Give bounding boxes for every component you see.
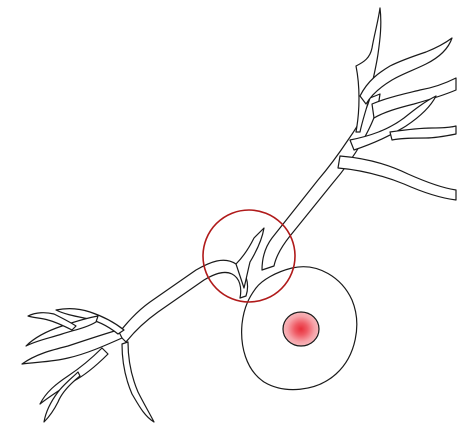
lower-dendrite-branch	[122, 342, 154, 422]
lower-dendrite-branch	[28, 313, 76, 330]
nucleus	[283, 312, 319, 346]
upper-dendrite-branch	[338, 156, 456, 200]
lower-process	[118, 260, 248, 342]
lower-dendrite-branch	[22, 330, 122, 364]
